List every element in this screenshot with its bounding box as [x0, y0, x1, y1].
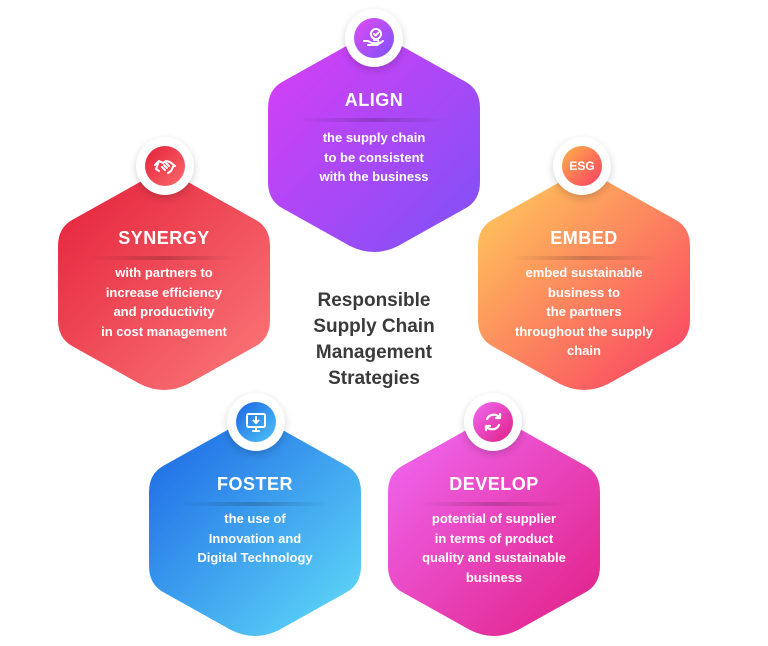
hexagon-embed-shape: [478, 176, 690, 390]
hexagon-align-description: the supply chain to be consistent with t…: [319, 130, 429, 184]
hexagon-align: ALIGN the supply chain to be consistent …: [268, 38, 480, 252]
hand-check-icon: [354, 18, 394, 58]
center-title-line-1: Responsible: [317, 290, 431, 311]
hexagon-develop-icon-badge: [464, 393, 522, 451]
center-title-line-4: Strategies: [328, 368, 420, 389]
hexagon-develop: DEVELOP potential of supplier in terms o…: [388, 422, 600, 636]
hexagon-synergy-divider: [89, 256, 239, 260]
hexagon-develop-description: potential of supplier in terms of produc…: [422, 511, 566, 585]
esg-badge-text: ESG: [569, 159, 595, 173]
hexagon-align-divider: [299, 118, 449, 122]
hexagon-foster-shape: [149, 422, 361, 636]
hexagon-foster-title: FOSTER: [216, 474, 293, 494]
handshake-icon: [145, 146, 185, 186]
monitor-download-icon: [236, 402, 276, 442]
hexagon-develop-title: DEVELOP: [449, 474, 539, 494]
hexagon-synergy-shape: [58, 176, 270, 390]
center-title: Responsible Supply Chain Management Stra…: [286, 288, 462, 392]
hexagon-develop-shape: [388, 422, 600, 636]
hexagon-embed-title: EMBED: [550, 228, 618, 248]
hexagon-align-icon-badge: [345, 9, 403, 67]
hexagon-foster-description: the use of Innovation and Digital Techno…: [197, 511, 313, 565]
hexagon-embed-divider: [509, 256, 659, 260]
hexagon-foster-divider: [180, 502, 330, 506]
hexagon-align-shape: [268, 38, 480, 252]
esg-badge: ESG: [562, 146, 602, 186]
hexagon-foster-icon-badge: [227, 393, 285, 451]
hexagon-synergy-title: SYNERGY: [118, 228, 210, 248]
hexagon-align-title: ALIGN: [344, 90, 404, 110]
hexagon-embed-description: embed sustainable business to the partne…: [515, 265, 653, 358]
hexagon-synergy: SYNERGY with partners to increase effici…: [58, 176, 270, 390]
center-title-line-3: Management: [315, 342, 433, 363]
center-title-line-2: Supply Chain: [313, 316, 435, 337]
hexagon-synergy-icon-badge: [136, 137, 194, 195]
hexagon-embed-icon-badge: ESG: [553, 137, 611, 195]
hexagon-foster: FOSTER the use of Innovation and Digital…: [149, 422, 361, 636]
hexagon-synergy-description: with partners to increase efficiency and…: [101, 265, 227, 339]
hexagon-embed: EMBED embed sustainable business to the …: [478, 176, 690, 390]
hexagon-develop-divider: [419, 502, 569, 506]
sync-arrows-icon: [473, 402, 513, 442]
